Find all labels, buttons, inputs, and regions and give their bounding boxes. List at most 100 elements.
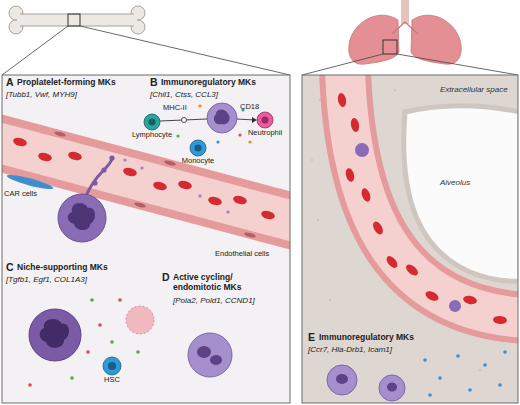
factor-dot xyxy=(86,350,90,354)
cell-body xyxy=(103,357,121,375)
red-blood-cell xyxy=(493,315,508,324)
zoom-box xyxy=(383,40,397,54)
gene-list: [Tubb1, Vwf, MYH9] xyxy=(6,90,77,99)
stipple-dot xyxy=(394,89,396,91)
bronchus xyxy=(392,22,418,34)
molecule-label: MHC-II xyxy=(163,104,187,113)
red-blood-cells xyxy=(337,92,507,324)
panel-letter: D xyxy=(162,271,170,283)
red-blood-cell xyxy=(67,150,83,161)
zoom-line xyxy=(2,26,68,75)
red-blood-cell xyxy=(360,187,372,203)
red-blood-cells xyxy=(12,136,276,220)
bone-icon xyxy=(9,6,145,34)
panel-letter: E xyxy=(308,331,315,343)
cytokine-dot xyxy=(216,140,219,143)
secreted-dots xyxy=(423,350,507,397)
platelet xyxy=(198,194,201,197)
mhc-symbol xyxy=(182,118,187,123)
trachea xyxy=(401,0,409,24)
cell-label: CAR cells xyxy=(4,190,37,199)
cell-label: Lymphocyte xyxy=(127,131,177,139)
secreted-dot xyxy=(483,363,487,367)
red-blood-cell xyxy=(344,167,355,183)
factor-dot xyxy=(136,350,140,354)
lung-tissue xyxy=(311,75,518,371)
mk-nucleus xyxy=(387,383,397,392)
hsc-cell: HSC xyxy=(87,356,137,384)
proplatelet-bead xyxy=(101,167,106,172)
red-blood-cell xyxy=(207,195,223,206)
mk-nucleus xyxy=(68,203,95,230)
platelets xyxy=(123,158,229,213)
endothelial-nucleus xyxy=(134,202,147,209)
proplatelet xyxy=(86,158,112,196)
megakaryocyte xyxy=(188,333,232,377)
stipple-dot xyxy=(479,369,481,371)
vessel-wall xyxy=(2,168,290,246)
megakaryocyte xyxy=(379,375,405,401)
cytokine-dot xyxy=(198,104,201,107)
cell-nucleus xyxy=(148,118,155,125)
cell-body xyxy=(144,114,160,130)
platelet xyxy=(226,210,229,213)
cell-body xyxy=(190,140,206,156)
cell-shape xyxy=(256,111,274,129)
marrow-vessel xyxy=(2,118,290,246)
panel-heading: Active cycling/ endomitotic MKs xyxy=(173,273,245,293)
niche-cell xyxy=(126,306,154,334)
megakaryocyte xyxy=(207,103,237,133)
vessel-lumen xyxy=(345,75,518,318)
panel-border xyxy=(302,75,518,403)
region-label: Extracellular space xyxy=(440,85,508,94)
proplatelet-bead xyxy=(92,180,97,185)
vessel-wall xyxy=(345,75,518,318)
mk-nucleus xyxy=(210,355,222,365)
red-blood-cell xyxy=(424,289,440,302)
red-blood-cell xyxy=(152,180,168,191)
megakaryocyte xyxy=(58,194,106,242)
panel-border xyxy=(2,75,290,403)
red-blood-cell xyxy=(122,166,138,177)
zoom-box xyxy=(68,14,80,26)
gene-list: [Ccr7, Hla-Drb1, Icam1] xyxy=(308,345,392,354)
arrow-head xyxy=(252,117,257,123)
endothelial-nucleus xyxy=(164,160,177,167)
cell-label: HSC xyxy=(87,376,137,384)
cell-shape xyxy=(143,113,161,131)
cell-label: Monocyte xyxy=(173,157,223,165)
mk-nucleus xyxy=(214,110,230,125)
panel-letter: A xyxy=(6,76,14,88)
growth-factor-dots xyxy=(28,298,140,387)
proplatelet-bead xyxy=(109,155,114,160)
gene-list: [Chil1, Ctss, CCL3] xyxy=(150,90,218,99)
red-blood-cell xyxy=(37,151,53,162)
neutrophil-cell: Neutrophil xyxy=(240,111,290,137)
red-blood-cell xyxy=(232,194,248,205)
lymphocyte-cell: Lymphocyte xyxy=(127,113,177,139)
panel-letter: B xyxy=(150,76,158,88)
bone-shaft xyxy=(17,14,137,26)
red-blood-cell xyxy=(462,295,477,306)
panel-heading: Immunoregulatory MKs xyxy=(319,333,414,343)
cell-shape xyxy=(102,356,122,376)
monocyte-cell: Monocyte xyxy=(173,139,223,165)
stipple-dot xyxy=(329,299,331,301)
panel-heading: Niche-supporting MKs xyxy=(17,263,108,273)
mk-nucleus xyxy=(40,319,69,348)
red-blood-cell xyxy=(371,220,385,236)
mk-nucleus xyxy=(336,374,348,384)
factor-dot xyxy=(90,298,94,302)
cell-nucleus xyxy=(261,116,268,123)
secreted-dot xyxy=(503,350,507,354)
molecule-label: CD18 xyxy=(240,103,259,112)
megakaryocyte xyxy=(29,309,81,361)
circulating-mk xyxy=(355,143,369,157)
cell-label: Endothelial cells xyxy=(215,250,269,259)
secreted-dot xyxy=(423,358,427,362)
zoom-line xyxy=(302,54,383,75)
endothelial-nucleus xyxy=(54,131,67,138)
factor-dot xyxy=(110,340,114,344)
gene-list: [Pola2, Pold1, CCND1] xyxy=(173,296,255,305)
